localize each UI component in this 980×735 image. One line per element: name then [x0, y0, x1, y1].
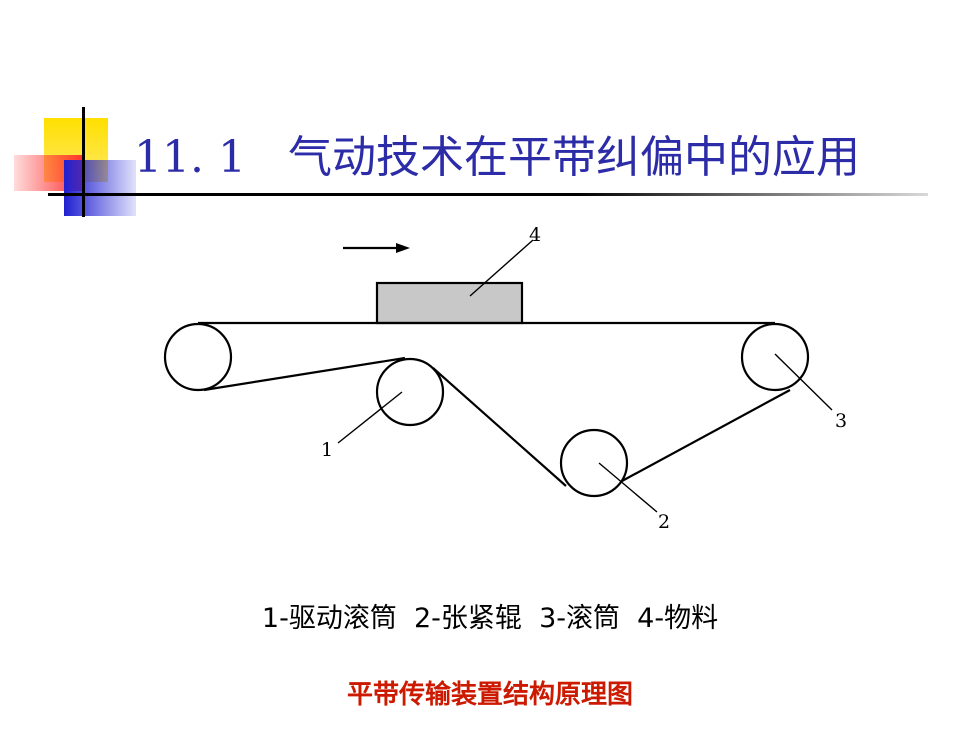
belt-run-left: [203, 356, 406, 392]
title-number: 11. 1: [134, 132, 246, 183]
label-4: 4: [529, 224, 541, 246]
label-1: 1: [321, 439, 333, 461]
title-rule: [48, 193, 928, 196]
drive-roller: [375, 357, 445, 427]
label-3: 3: [835, 410, 847, 432]
leader-1: [337, 391, 403, 444]
material-block: [375, 281, 524, 325]
diagram-caption: 平带传输装置结构原理图: [346, 680, 633, 710]
deco-vertical-line: [82, 107, 85, 217]
label-2: 2: [658, 511, 670, 533]
belt-run-right: [621, 389, 791, 482]
tension-roller: [559, 428, 629, 498]
deco-blue-square: [64, 160, 136, 216]
left-roller: [163, 322, 233, 392]
belt-run-middle: [432, 367, 567, 487]
direction-arrow-head: [396, 243, 410, 253]
leader-4: [469, 239, 534, 297]
title-text: 气动技术在平带纠偏中的应用: [287, 132, 860, 183]
legend-text: 1-驱动滚筒 2-张紧辊 3-滚筒 4-物料: [261, 603, 719, 634]
page-title: 11. 1 气动技术在平带纠偏中的应用: [134, 128, 860, 188]
leader-2: [598, 462, 658, 513]
end-roller: [740, 322, 810, 392]
leader-3: [774, 353, 833, 411]
